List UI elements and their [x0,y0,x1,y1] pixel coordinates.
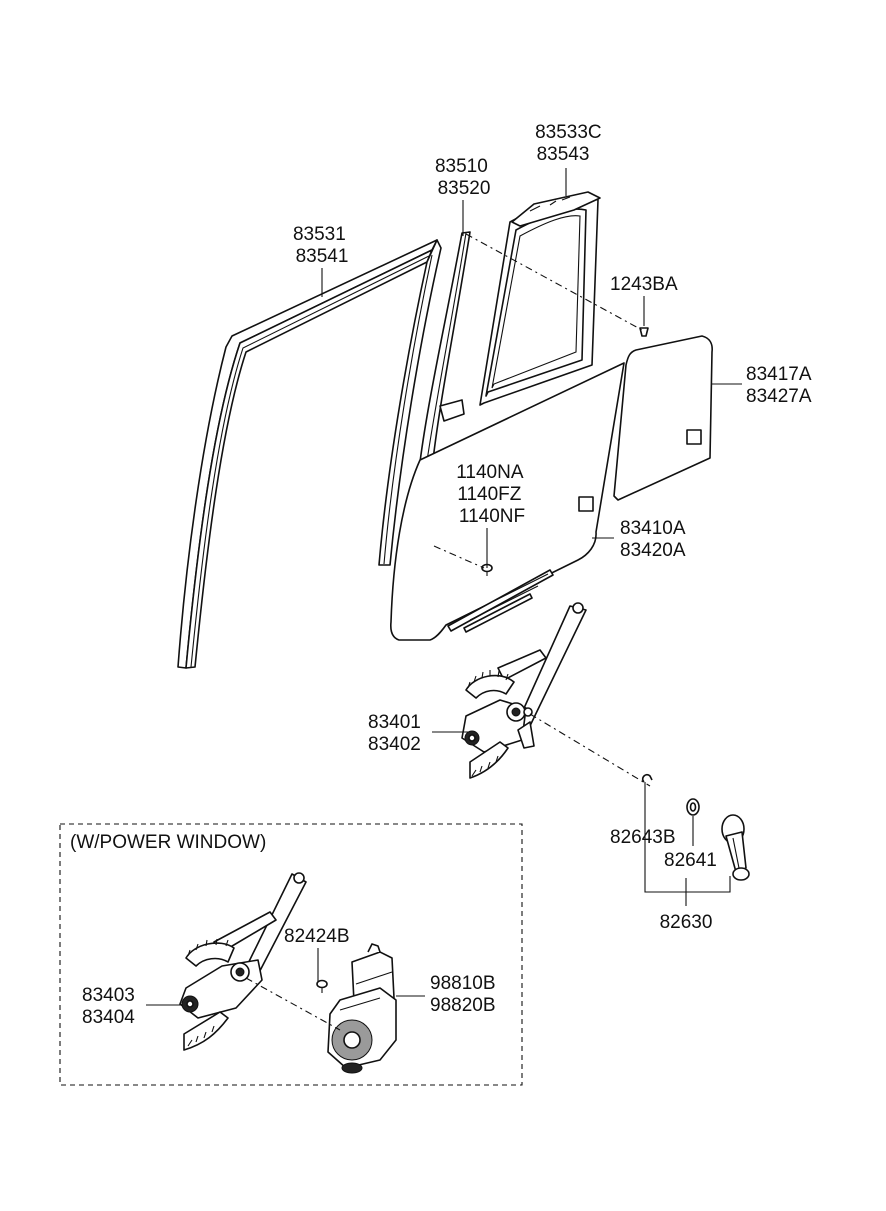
label-1243ba: 1243BA [610,274,678,295]
power-window-title: (W/POWER WINDOW) [70,832,266,853]
alignment-line-motor [245,977,341,1031]
screw-1243ba [639,327,649,337]
label-83533c: 83533C 83543 [535,122,607,165]
label-98810b: 98810B 98820B [430,973,501,1016]
label-1140: 1140NA 1140FZ 1140NF [456,462,527,527]
glass-run-channel-part [177,239,442,669]
label-82643b: 82643B [610,827,676,848]
label-83410a: 83410A 83420A [620,518,690,561]
window-handle-part [641,773,750,881]
door-glass-part [390,362,625,641]
manual-regulator-part [461,602,587,779]
label-83510: 83510 83520 [435,156,493,199]
leader-lines [146,168,742,1006]
label-82424b: 82424B [284,926,350,947]
window-motor-part [327,943,397,1074]
quarter-frame-part [479,191,601,406]
screw-82424b [316,979,328,993]
label-83401: 83401 83402 [368,712,426,755]
alignment-line-bolt [433,545,485,569]
label-82630: 82630 [660,912,713,933]
alignment-line-handle [529,713,651,787]
power-regulator-part [179,872,307,1051]
label-83531: 83531 83541 [293,224,351,267]
label-83403: 83403 83404 [82,985,140,1028]
label-82641: 82641 [664,850,717,871]
power-window-box [59,823,523,1086]
label-83417a: 83417A 83427A [746,364,816,407]
quarter-glass-part [613,335,713,501]
